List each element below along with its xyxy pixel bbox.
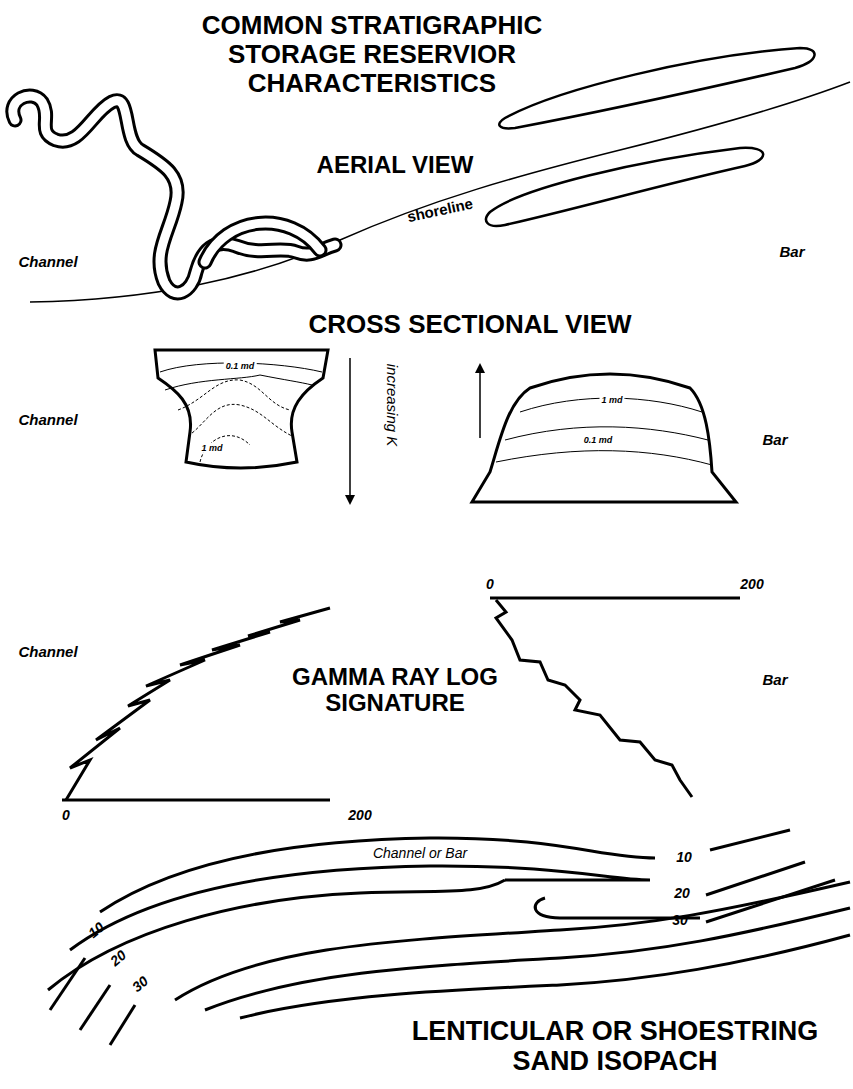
- isopach-contours: [48, 830, 850, 1045]
- permeability-label: 0.1 md: [582, 435, 615, 445]
- arrow: [479, 368, 481, 438]
- contour-value: 10: [85, 919, 107, 941]
- permeability-label: 0.1 md: [224, 361, 257, 371]
- scale-number: 0: [62, 807, 70, 823]
- gamma-ray-logs: [62, 598, 740, 800]
- channel-label: Channel: [18, 643, 77, 660]
- section-heading: CROSS SECTIONAL VIEW: [308, 310, 631, 340]
- bar-outline: [486, 148, 763, 226]
- arrow: [349, 358, 351, 500]
- bar-label: Bar: [779, 243, 804, 260]
- channel-outline: [13, 96, 335, 293]
- section-heading: GAMMA RAY LOG SIGNATURE: [288, 664, 503, 717]
- contour-value: 30: [129, 973, 151, 995]
- channel-fill: [13, 96, 335, 293]
- axis-label: increasing K: [383, 364, 400, 447]
- section-heading: LENTICULAR OR SHOESTRING SAND ISOPACH: [380, 1016, 850, 1076]
- scale-number: 200: [740, 576, 763, 592]
- area-label: Channel or Bar: [373, 845, 467, 861]
- oxbow-outline: [205, 223, 320, 262]
- cross-section: [155, 350, 736, 502]
- contour-value: 20: [674, 885, 690, 901]
- channel-label: Channel: [18, 253, 77, 270]
- bar-label: Bar: [762, 671, 787, 688]
- bar-outline: [499, 48, 814, 128]
- contour-value: 10: [676, 849, 692, 865]
- contour-value: 20: [107, 947, 129, 969]
- permeability-label: 1 md: [199, 443, 224, 453]
- oxbow-fill: [205, 223, 320, 262]
- contour-value: 30: [672, 912, 688, 928]
- title: COMMON STRATIGRAPHIC STORAGE RESERVIOR C…: [172, 11, 572, 98]
- permeability-label: 1 md: [599, 395, 624, 405]
- scale-number: 0: [486, 576, 494, 592]
- bar-section: [472, 374, 736, 502]
- bar-label: Bar: [762, 431, 787, 448]
- shoreline-label: shoreline: [406, 195, 475, 226]
- channel-label: Channel: [18, 411, 77, 428]
- section-heading: AERIAL VIEW: [317, 151, 474, 179]
- scale-number: 200: [348, 807, 371, 823]
- channel-section: [155, 350, 328, 468]
